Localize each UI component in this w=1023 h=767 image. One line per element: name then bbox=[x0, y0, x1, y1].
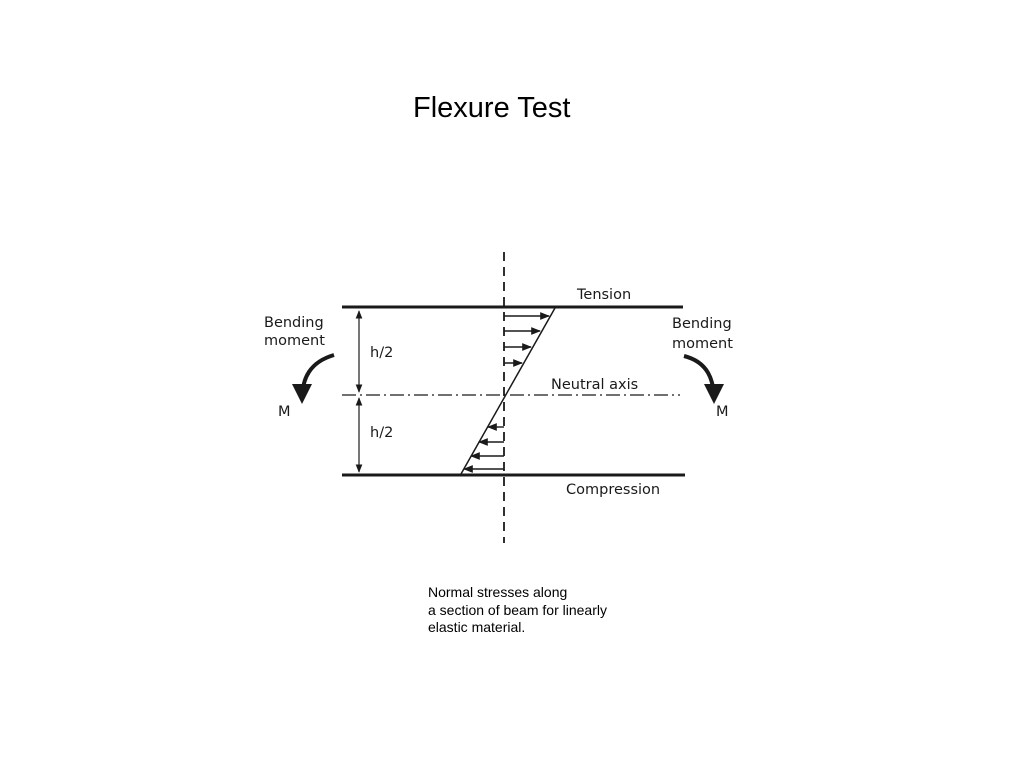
caption-line: a section of beam for linearly bbox=[428, 601, 607, 618]
compression-label: Compression bbox=[566, 482, 660, 498]
caption-line: Normal stresses along bbox=[428, 584, 568, 600]
bending-moment-label-left-line2: moment bbox=[264, 333, 325, 349]
bending-moment-arrow-right bbox=[683, 354, 724, 404]
stress-profile-line bbox=[460, 307, 556, 475]
page-title: Flexure Test bbox=[413, 92, 571, 124]
half-height-label-top: h/2 bbox=[370, 345, 393, 361]
tension-label: Tension bbox=[576, 287, 631, 303]
bending-moment-label-right-line2: moment bbox=[672, 336, 733, 352]
half-height-label-bottom: h/2 bbox=[370, 425, 393, 441]
bending-moment-arrow-left bbox=[292, 353, 335, 404]
figure-caption: Normal stresses along a section of beam … bbox=[428, 584, 607, 637]
caption-line: elastic material. bbox=[428, 619, 526, 635]
tension-stress-arrows bbox=[504, 312, 550, 367]
bending-moment-label-left-line1: Bending bbox=[264, 315, 324, 331]
moment-symbol-right: M bbox=[716, 404, 729, 420]
bending-moment-label-right-line1: Bending bbox=[672, 316, 732, 332]
neutral-axis-label: Neutral axis bbox=[551, 377, 638, 393]
compression-stress-arrows bbox=[463, 423, 504, 473]
moment-symbol-left: M bbox=[278, 404, 291, 420]
